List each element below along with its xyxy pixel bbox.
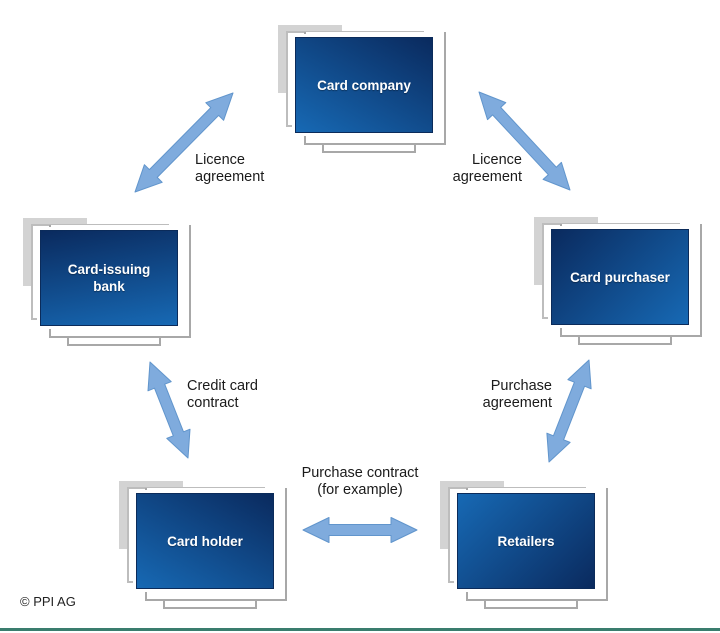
arrow-purchase-contract: [302, 517, 418, 543]
edge-label-line: agreement: [482, 394, 552, 411]
edge-label-licence-agreement-left: Licence agreement: [195, 152, 315, 185]
edge-label-purchase-agreement: Purchase agreement: [422, 378, 552, 411]
screen-card-purchaser: Card purchaser: [551, 229, 689, 325]
node-card-company: Card company: [278, 25, 448, 155]
arrow-credit-card-contract: [147, 361, 191, 459]
screen-stand: [484, 599, 578, 609]
arrow-licence-agreement-left: [134, 92, 234, 193]
screen-stand: [322, 143, 416, 153]
node-retailers: Retailers: [440, 481, 610, 611]
copyright-text: © PPI AG: [20, 594, 76, 609]
screen-stand: [163, 599, 257, 609]
screen-card-company: Card company: [295, 37, 433, 133]
edge-label-licence-agreement-right: Licence agreement: [392, 152, 522, 185]
edge-label-line: agreement: [195, 168, 265, 185]
node-label: Card holder: [167, 533, 243, 549]
node-card-holder: Card holder: [119, 481, 289, 611]
node-card-purchaser: Card purchaser: [534, 217, 704, 347]
node-label: Retailers: [497, 533, 555, 549]
arrow-licence-agreement-right: [478, 91, 571, 191]
screen-card-holder: Card holder: [136, 493, 274, 589]
edge-label-line: (for example): [317, 481, 403, 498]
edge-label-line: Purchase contract: [301, 465, 419, 481]
edge-label-credit-card-contract: Credit card contract: [187, 378, 317, 411]
node-label: Card company: [317, 77, 411, 93]
screen-stand: [578, 335, 672, 345]
edge-label-line: Credit card: [187, 378, 258, 394]
node-label: Card-issuing bank: [67, 262, 151, 294]
screen-card-issuing-bank: Card-issuing bank: [40, 230, 178, 326]
screen-stand: [67, 336, 161, 346]
node-card-issuing-bank: Card-issuing bank: [23, 218, 193, 348]
edge-label-line: contract: [187, 394, 239, 411]
edge-label-line: Purchase: [490, 378, 552, 394]
edge-label-line: Licence: [472, 152, 522, 168]
edge-label-line: Licence: [195, 152, 245, 168]
edge-label-line: agreement: [452, 168, 522, 185]
node-label: Card purchaser: [570, 269, 670, 285]
edge-label-purchase-contract: Purchase contract (for example): [260, 465, 460, 498]
footer-rule: [0, 628, 720, 631]
arrow-purchase-agreement: [546, 359, 592, 463]
screen-retailers: Retailers: [457, 493, 595, 589]
